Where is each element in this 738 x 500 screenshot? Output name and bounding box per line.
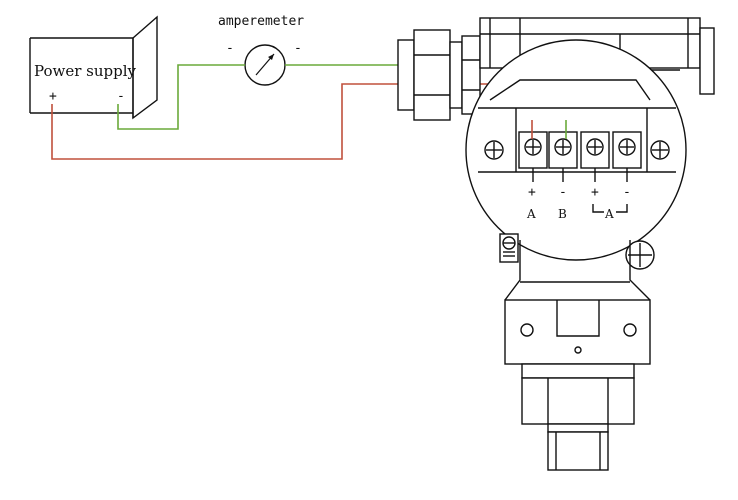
terminal-bracket — [592, 204, 604, 213]
ammeter: amperemeter - - — [218, 14, 304, 86]
terminal-letter-a2: A — [604, 207, 614, 221]
ammeter-label: amperemeter — [218, 14, 304, 29]
terminal-block — [484, 120, 670, 182]
ammeter-right-sign: - — [294, 41, 302, 56]
power-supply-label: Power supply — [34, 62, 137, 80]
terminal-sign-4: - — [623, 185, 631, 200]
power-supply-minus: - — [117, 89, 125, 104]
terminal-letter-a: A — [526, 207, 536, 221]
terminal-sign-3: + — [591, 185, 599, 200]
terminal-sign-2: - — [559, 185, 567, 200]
terminal-sign-1: + — [528, 185, 536, 200]
lower-body — [499, 233, 655, 471]
terminal-letter-b: B — [558, 207, 567, 221]
ammeter-left-sign: - — [226, 41, 234, 56]
power-supply-plus: + — [49, 89, 57, 104]
cable-gland — [397, 29, 481, 121]
power-supply-box: Power supply + - — [29, 15, 158, 120]
